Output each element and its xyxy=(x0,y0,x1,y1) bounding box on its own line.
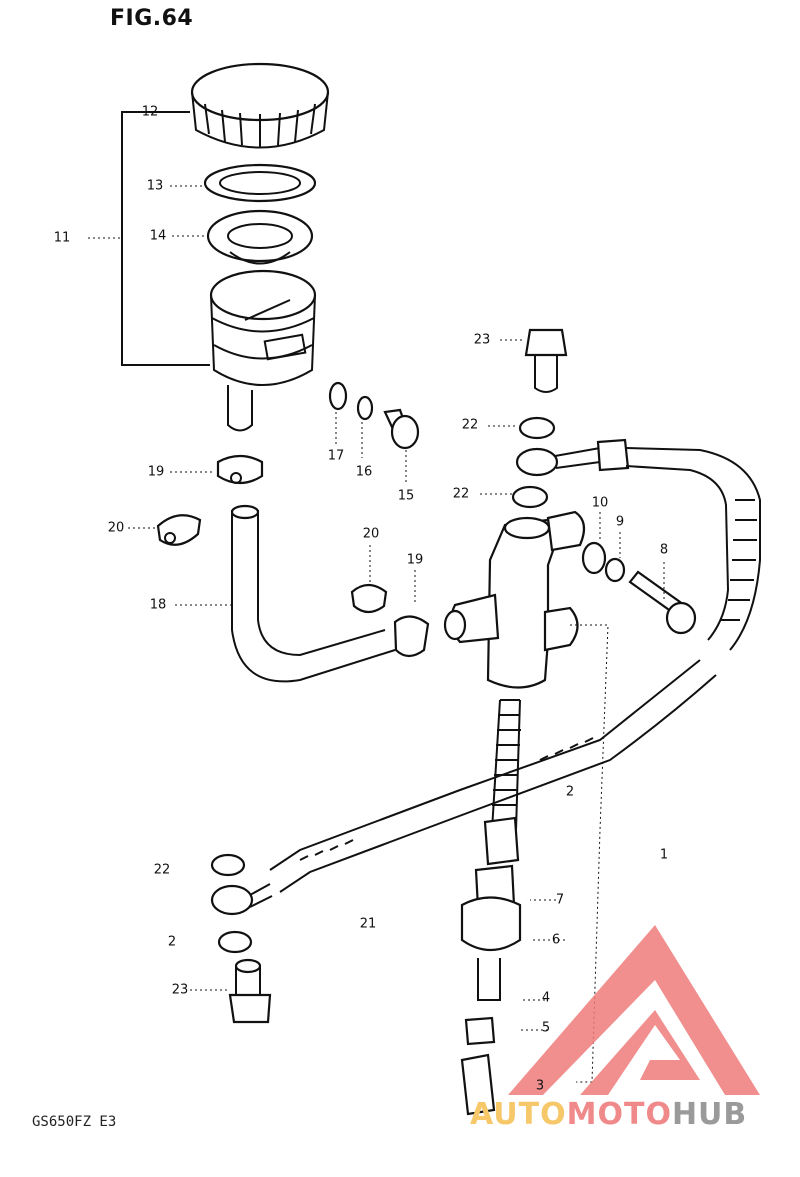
hose-clamp-mc xyxy=(350,583,430,658)
bolt-8 xyxy=(628,570,697,635)
hose-clamp-upper xyxy=(216,454,264,485)
callout-17: 17 xyxy=(327,448,345,464)
banjo-fitting-upper xyxy=(515,438,630,477)
callout-6: 6 xyxy=(551,932,561,948)
washer-9 xyxy=(604,557,626,583)
washer-16 xyxy=(356,395,374,421)
callout-10: 10 xyxy=(591,495,609,511)
callout-7: 7 xyxy=(555,892,565,908)
callout-18: 18 xyxy=(149,597,167,613)
callout-16: 16 xyxy=(355,464,373,480)
callout-4: 4 xyxy=(541,990,551,1006)
callout-21: 21 xyxy=(359,916,377,932)
figure-title: FIG.64 xyxy=(110,6,194,31)
callout-20-right: 20 xyxy=(362,526,380,542)
callout-8: 8 xyxy=(659,542,669,558)
banjo-fitting-lower xyxy=(210,883,273,916)
watermark-moto: MOTO xyxy=(566,1097,672,1132)
sealing-washer-lower xyxy=(511,485,549,509)
callout-19-right: 19 xyxy=(406,552,424,568)
banjo-bolt-lower xyxy=(228,958,272,1024)
diaphragm-plate xyxy=(203,163,317,203)
callout-22-upper: 22 xyxy=(461,417,479,433)
callout-14: 14 xyxy=(149,228,167,244)
callout-11: 11 xyxy=(53,230,71,246)
banjo-bolt-upper xyxy=(524,328,568,393)
callout-20-left: 20 xyxy=(107,520,125,536)
washer-17 xyxy=(328,381,348,411)
piston-assembly xyxy=(460,699,522,1116)
diaphragm xyxy=(206,209,314,265)
callout-23-upper: 23 xyxy=(473,332,491,348)
watermark-auto: AUTO xyxy=(470,1097,567,1132)
reservoir-hose xyxy=(231,510,396,683)
callout-13: 13 xyxy=(146,178,164,194)
callout-2-upper: 2 xyxy=(565,784,575,800)
hose-clamp-lower xyxy=(156,514,202,546)
sealing-washer-lower-left xyxy=(210,853,246,877)
brake-hose-lower xyxy=(269,659,717,893)
callout-22-middle: 22 xyxy=(452,486,470,502)
callout-23-lower: 23 xyxy=(171,982,189,998)
callout-1: 1 xyxy=(659,847,669,863)
bolt-15 xyxy=(383,408,420,450)
reservoir-body xyxy=(209,269,317,432)
callout-15: 15 xyxy=(397,488,415,504)
callout-9: 9 xyxy=(615,514,625,530)
callout-3: 3 xyxy=(535,1078,545,1094)
callout-22-lower: 22 xyxy=(153,862,171,878)
master-cylinder xyxy=(443,510,586,689)
assembly-bracket xyxy=(121,111,210,366)
washer-10 xyxy=(581,541,607,575)
reservoir-cap xyxy=(190,62,330,149)
model-code: GS650FZ E3 xyxy=(32,1114,117,1130)
callout-19-left: 19 xyxy=(147,464,165,480)
brake-hose-upper xyxy=(625,447,761,651)
watermark-logo xyxy=(508,925,760,1095)
watermark-hub: HUB xyxy=(671,1097,748,1132)
callout-12: 12 xyxy=(141,104,159,120)
callout-5: 5 xyxy=(541,1020,551,1036)
watermark-text: AUTOMOTOHUB xyxy=(470,1097,747,1132)
sealing-washer-lower-2 xyxy=(217,930,253,954)
callout-2-lower: 2 xyxy=(167,934,177,950)
sealing-washer-upper xyxy=(518,416,556,440)
